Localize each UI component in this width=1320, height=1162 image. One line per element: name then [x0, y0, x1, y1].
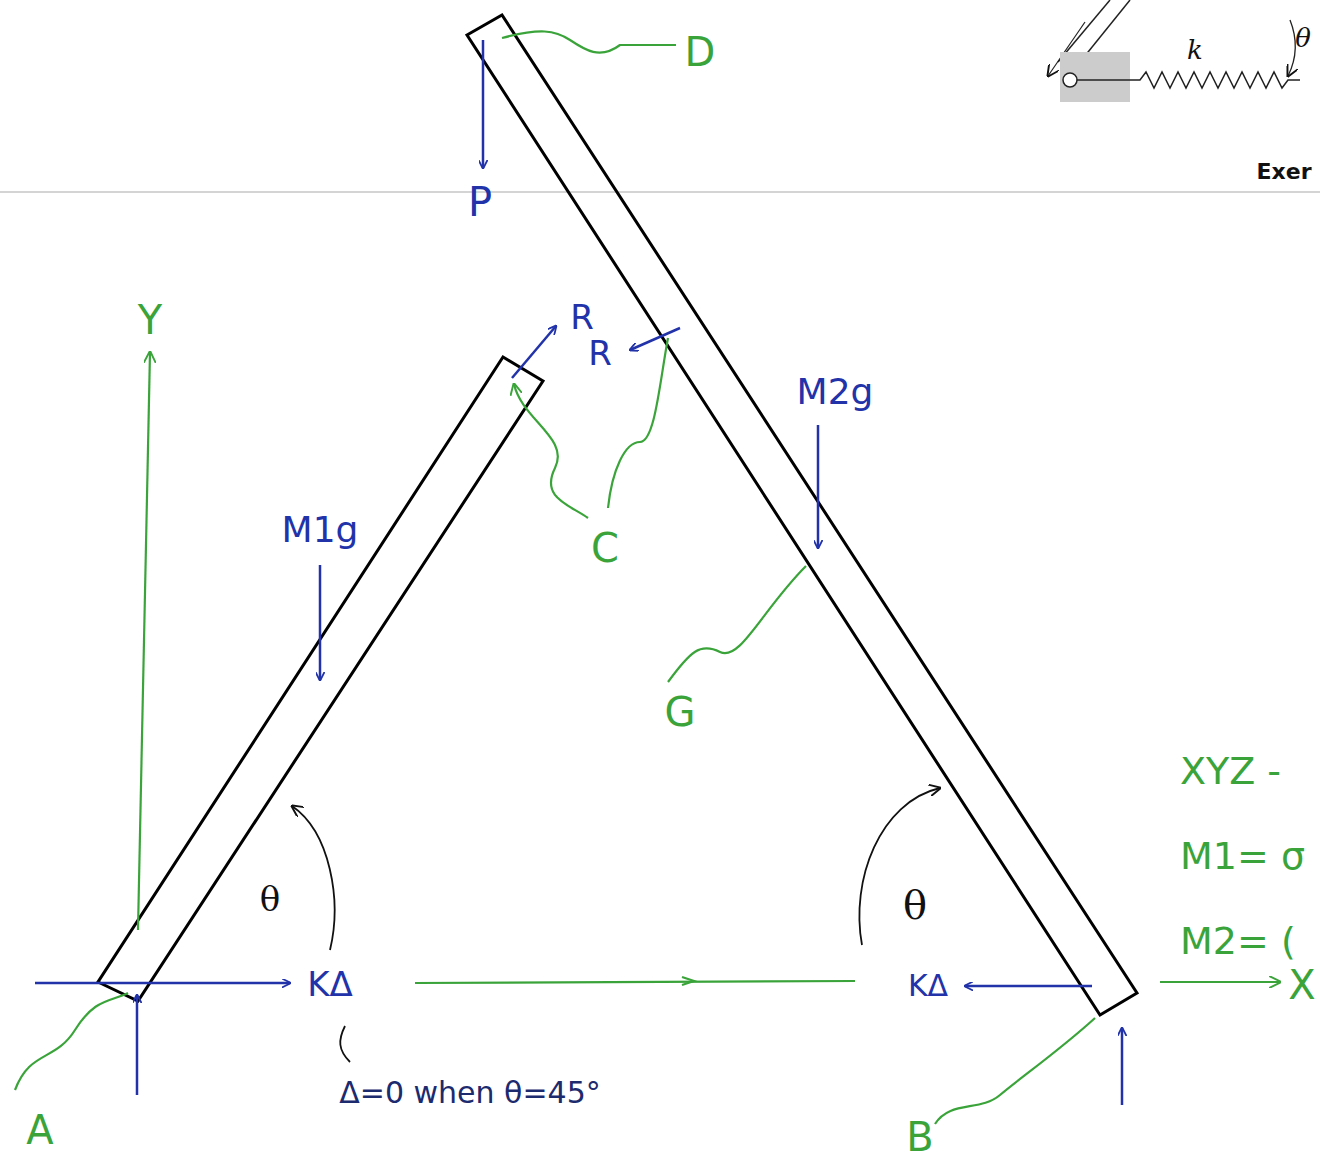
point-label: D — [685, 30, 716, 74]
weight-label: M2g — [797, 372, 874, 412]
force-label: R — [570, 299, 594, 336]
condition-note: Δ=0 when θ=45° — [339, 1076, 601, 1109]
spring-force-label: KΔ — [908, 969, 948, 1002]
side-note: M2= ( — [1180, 921, 1296, 963]
force-label: R — [588, 335, 612, 372]
point-label: G — [665, 690, 696, 734]
side-note: M1= σ — [1180, 836, 1305, 878]
axis-label: X — [1288, 963, 1315, 1007]
angle-arcs — [292, 788, 940, 1062]
angle-label: θ — [903, 883, 927, 927]
page-rule — [0, 191, 1320, 192]
force-arrows — [35, 40, 1122, 1105]
green-annotations — [15, 31, 1280, 1124]
side-note: XYZ - — [1180, 751, 1281, 793]
spring-force-label: KΔ — [307, 966, 353, 1003]
angle-label: θ — [260, 881, 280, 918]
bar-db — [467, 15, 1137, 1015]
angle-label: θ — [1295, 24, 1311, 53]
weight-label: M1g — [282, 510, 359, 550]
point-label: B — [906, 1115, 933, 1159]
exercise-heading: Exer — [1257, 160, 1312, 184]
force-label: P — [468, 180, 492, 224]
point-label: C — [591, 526, 619, 570]
point-label: A — [26, 1108, 53, 1152]
bar-ac — [98, 357, 543, 1001]
spring-constant: k — [1187, 36, 1203, 65]
axis-label: Y — [138, 298, 162, 342]
textbook-figure — [1048, 0, 1300, 102]
